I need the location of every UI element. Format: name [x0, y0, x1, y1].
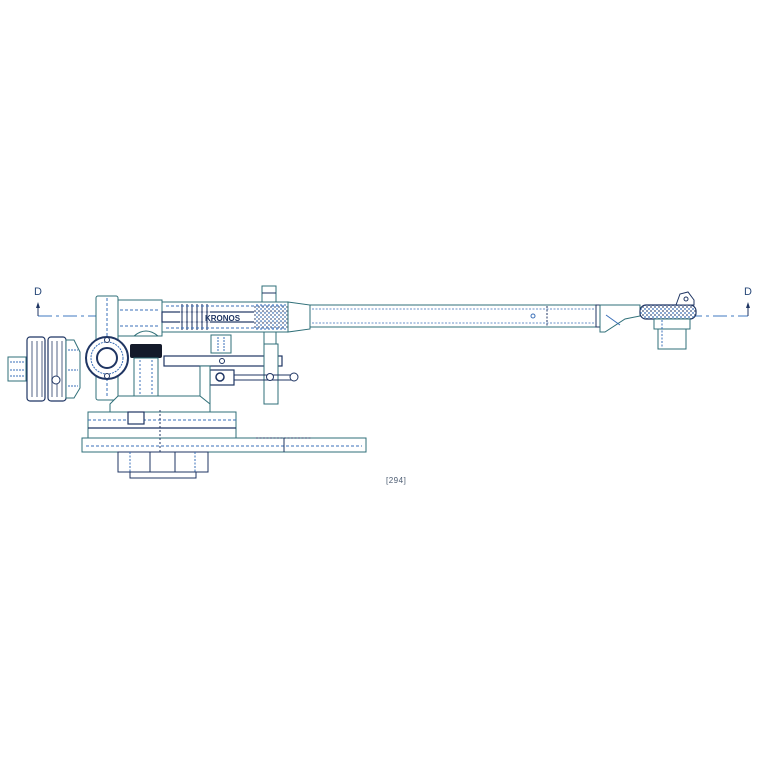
section-marker-left: D [34, 286, 42, 298]
base-mount-plate [81, 395, 367, 479]
figure-number: [294] [386, 476, 407, 485]
armtube-collar: KRONOS [161, 285, 311, 345]
vta-tower [163, 334, 299, 407]
section-marker-right: D [744, 286, 752, 298]
armwand-tube [309, 304, 599, 328]
brand-engraving: KRONOS [205, 314, 241, 323]
pivot-housing [85, 295, 163, 401]
headshell [595, 291, 697, 333]
cartridge [653, 318, 691, 350]
counterweight-assembly [7, 336, 81, 402]
